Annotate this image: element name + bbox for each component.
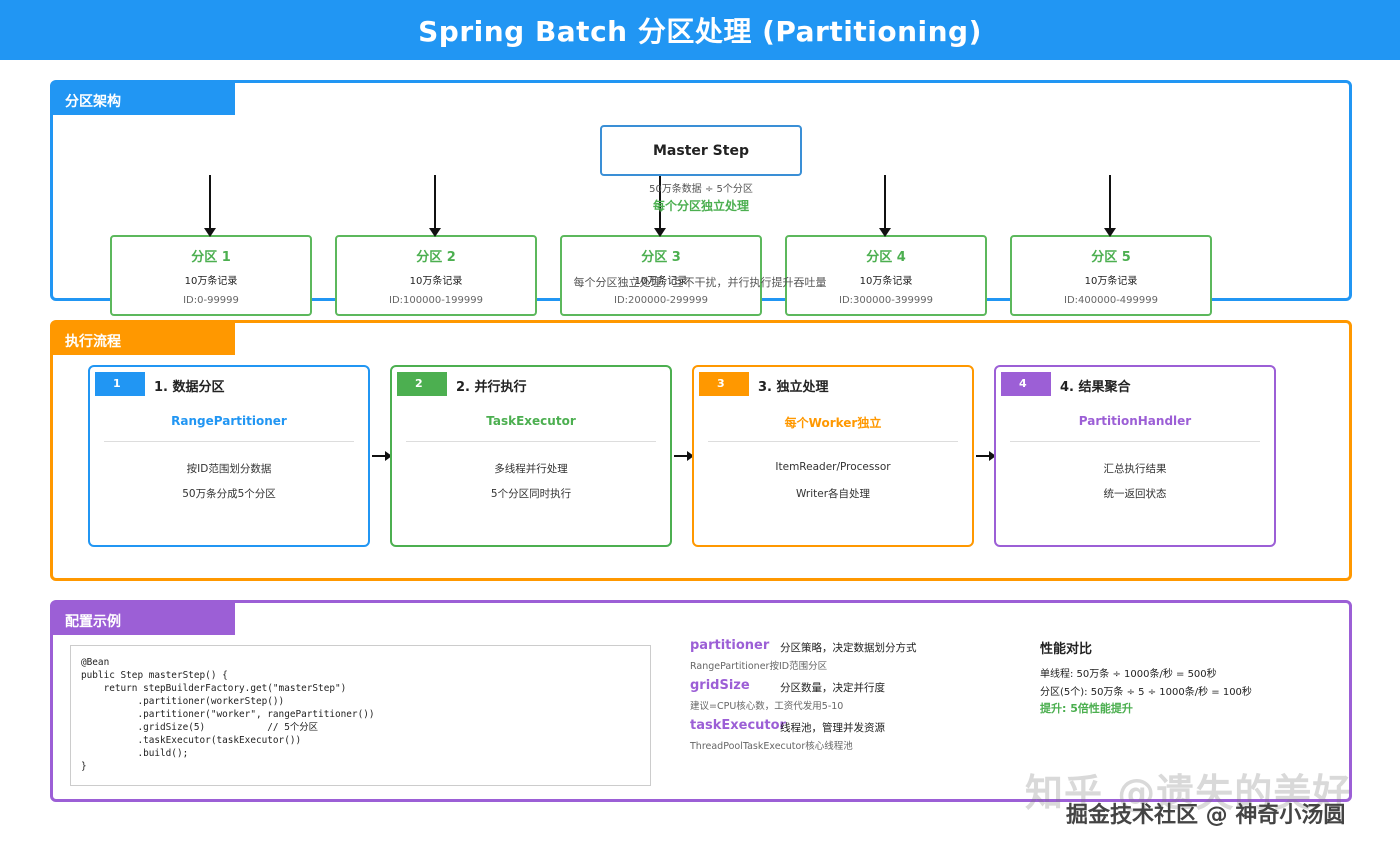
param-desc: 分区策略，决定数据划分方式	[780, 642, 917, 654]
step-title: 3. 独立处理	[758, 380, 829, 395]
param-sub: RangePartitioner按ID范围分区	[690, 661, 828, 672]
step-desc: 多线程并行处理	[494, 463, 568, 475]
perf-single: 单线程: 50万条 ÷ 1000条/秒 = 500秒	[1040, 669, 1217, 680]
param-name: gridSize	[690, 678, 750, 693]
step-divider	[406, 441, 656, 442]
flow-step-parallel: 2 2. 并行执行 TaskExecutor 多线程并行处理 5个分区同时执行	[390, 365, 672, 547]
page-header: Spring Batch 分区处理 (Partitioning)	[0, 0, 1400, 60]
partition-box: 分区 5 10万条记录 ID:400000-499999	[1010, 235, 1212, 316]
arrow-down-icon	[879, 175, 891, 237]
param-desc: 线程池，管理并发资源	[780, 722, 885, 734]
watermark-juejin: 掘金技术社区 @ 神奇小汤圆	[1066, 803, 1346, 828]
arrow-right-icon	[372, 451, 392, 461]
param-desc: 分区数量，决定并行度	[780, 682, 885, 694]
step-divider	[1010, 441, 1260, 442]
master-step-box: Master Step	[600, 125, 802, 176]
page-title: Spring Batch 分区处理 (Partitioning)	[418, 15, 982, 48]
arrow-down-icon	[204, 175, 216, 237]
partition-range: ID:100000-199999	[389, 295, 483, 306]
step-component: 每个Worker独立	[784, 416, 882, 430]
partition-box: 分区 2 10万条记录 ID:100000-199999	[335, 235, 537, 316]
arrow-right-icon	[674, 451, 694, 461]
partition-box: 分区 1 10万条记录 ID:0-99999	[110, 235, 312, 316]
step-title: 4. 结果聚合	[1060, 380, 1131, 395]
perf-improvement: 提升: 5倍性能提升	[1040, 702, 1133, 715]
arrow-down-icon	[654, 176, 666, 237]
step-desc: ItemReader/Processor	[775, 461, 891, 473]
perf-title: 性能对比	[1040, 642, 1093, 657]
partition-title: 分区 5	[1091, 250, 1131, 265]
partition-records: 10万条记录	[634, 276, 688, 287]
param-name: taskExecutor	[690, 718, 786, 733]
partition-records: 10万条记录	[184, 276, 238, 287]
arrow-down-icon	[1104, 175, 1116, 237]
architecture-note-split: 50万条数据 ÷ 5个分区	[649, 184, 753, 195]
step-component: TaskExecutor	[486, 414, 576, 428]
master-step-label: Master Step	[653, 142, 749, 159]
partition-title: 分区 2	[416, 250, 456, 265]
arrow-right-icon	[976, 451, 996, 461]
partition-records: 10万条记录	[409, 276, 463, 287]
param-sub: 建议=CPU核心数，工资代发用5-10	[690, 701, 844, 712]
step-number-badge: 1	[95, 372, 145, 396]
partition-range: ID:200000-299999	[614, 295, 708, 306]
flow-step-aggregate: 4 4. 结果聚合 PartitionHandler 汇总执行结果 统一返回状态	[994, 365, 1276, 547]
flow-step-independent: 3 3. 独立处理 每个Worker独立 ItemReader/Processo…	[692, 365, 974, 547]
step-number-badge: 2	[397, 372, 447, 396]
partition-records: 10万条记录	[1084, 276, 1138, 287]
param-sub: ThreadPoolTaskExecutor核心线程池	[690, 741, 853, 752]
architecture-note-independent: 每个分区独立处理	[652, 199, 749, 213]
partition-range: ID:0-99999	[183, 295, 239, 306]
partition-range: ID:400000-499999	[1064, 295, 1158, 306]
step-component: PartitionHandler	[1078, 414, 1192, 428]
partition-box: 分区 4 10万条记录 ID:300000-399999	[785, 235, 987, 316]
step-number-badge: 3	[699, 372, 749, 396]
step-divider	[104, 441, 354, 442]
partition-title: 分区 3	[641, 250, 681, 265]
partition-records: 10万条记录	[859, 276, 913, 287]
step-desc: 50万条分成5个分区	[182, 488, 276, 500]
step-number-badge: 4	[1001, 372, 1051, 396]
step-desc: 统一返回状态	[1103, 488, 1167, 500]
step-title: 2. 并行执行	[456, 380, 527, 395]
config-tag: 配置示例	[53, 603, 235, 635]
arrow-down-icon	[429, 175, 441, 237]
flow-tag: 执行流程	[53, 323, 235, 355]
param-name: partitioner	[690, 638, 770, 653]
step-desc: 5个分区同时执行	[490, 488, 572, 500]
architecture-caption: 每个分区独立处理，互不干扰，并行执行提升吞吐量	[573, 276, 827, 289]
step-title: 1. 数据分区	[154, 380, 225, 395]
step-desc: Writer各自处理	[795, 488, 871, 500]
step-desc: 按ID范围划分数据	[186, 463, 272, 475]
step-desc: 汇总执行结果	[1103, 463, 1167, 475]
step-divider	[708, 441, 958, 442]
code-example: @Bean public Step masterStep() { return …	[70, 645, 651, 786]
partition-range: ID:300000-399999	[839, 295, 933, 306]
architecture-tag: 分区架构	[53, 83, 235, 115]
partition-title: 分区 4	[866, 250, 906, 265]
flow-step-partition: 1 1. 数据分区 RangePartitioner 按ID范围划分数据 50万…	[88, 365, 370, 547]
perf-partitioned: 分区(5个): 50万条 ÷ 5 ÷ 1000条/秒 = 100秒	[1040, 687, 1252, 698]
partition-title: 分区 1	[191, 250, 231, 265]
watermark-zhihu: 知乎 @遗失的美好	[1025, 771, 1352, 815]
step-component: RangePartitioner	[171, 414, 287, 428]
